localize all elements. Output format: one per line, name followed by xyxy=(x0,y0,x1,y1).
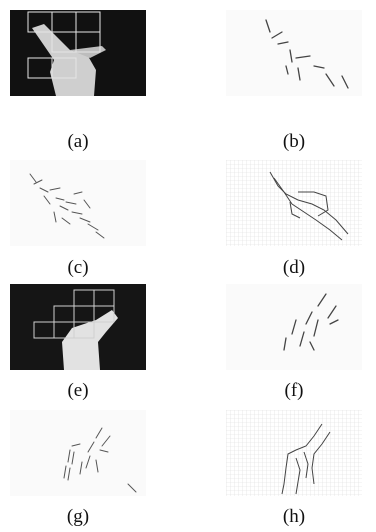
panel-h-label: (h) xyxy=(282,506,306,527)
panel-g-hog xyxy=(10,410,146,496)
panel-d-label: (d) xyxy=(282,257,306,278)
panel-b-hog xyxy=(226,10,362,96)
panel-f-hog xyxy=(226,284,362,370)
panel-h-hog xyxy=(226,410,362,496)
panel-c-hog xyxy=(10,160,146,246)
panel-b-label: (b) xyxy=(282,131,306,152)
panel-c-label: (c) xyxy=(67,257,89,278)
panel-e-image xyxy=(10,284,146,370)
panel-a-label: (a) xyxy=(67,131,89,152)
panel-g-label: (g) xyxy=(66,506,90,527)
panel-f-label: (f) xyxy=(284,380,304,401)
panel-a-image xyxy=(10,10,146,96)
panel-d-hog xyxy=(226,160,362,246)
panel-e-label: (e) xyxy=(67,380,89,401)
